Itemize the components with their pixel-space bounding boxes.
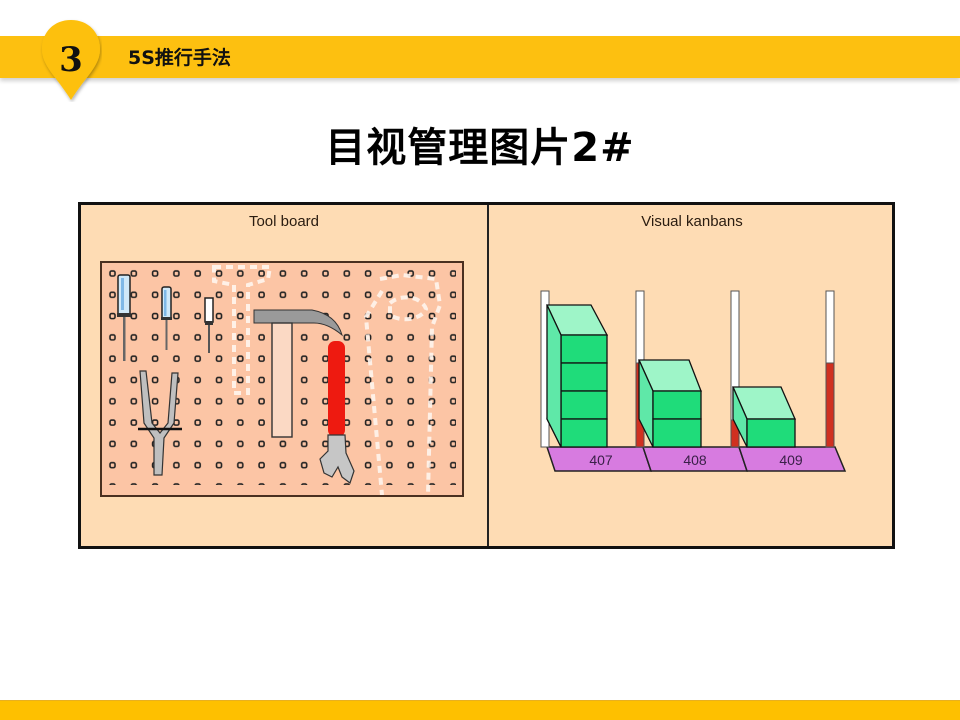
pegboard-illustration (108, 265, 456, 496)
tool-board-caption: Tool board (248, 213, 320, 230)
section-number: 3 (59, 40, 83, 80)
tool-pegboard (100, 261, 464, 497)
box-stack-409 (732, 386, 796, 448)
bin-label-408: 408 (683, 452, 707, 468)
missing-tool-outline-2 (363, 272, 443, 496)
adjustable-wrench-icon (319, 341, 355, 484)
section-title: 5S推行手法 (128, 47, 231, 69)
gauge-4 (825, 290, 835, 448)
visual-kanbans-caption: Visual kanbans (641, 213, 743, 230)
box-stack-408 (637, 359, 702, 448)
panel-divider (487, 205, 489, 546)
visual-management-figure: Tool board Visual kanbans (78, 202, 895, 549)
box-stack-407 (545, 304, 609, 448)
header-bar (0, 36, 960, 78)
missing-tool-outline-1 (212, 265, 273, 395)
screwdriver-small-icon (204, 297, 214, 353)
section-badge-icon (42, 20, 100, 100)
page-title: 目视管理图片2# (325, 125, 635, 171)
kanban-base (545, 446, 847, 472)
footer-bar (0, 700, 960, 720)
pliers-icon (138, 370, 182, 476)
kanban-illustration: 407 408 409 (540, 290, 847, 472)
screwdriver-medium-icon (161, 286, 172, 350)
bin-label-407: 407 (589, 452, 613, 468)
bin-label-409: 409 (779, 452, 803, 468)
hammer-icon (253, 309, 343, 438)
screwdriver-large-icon (117, 274, 131, 361)
